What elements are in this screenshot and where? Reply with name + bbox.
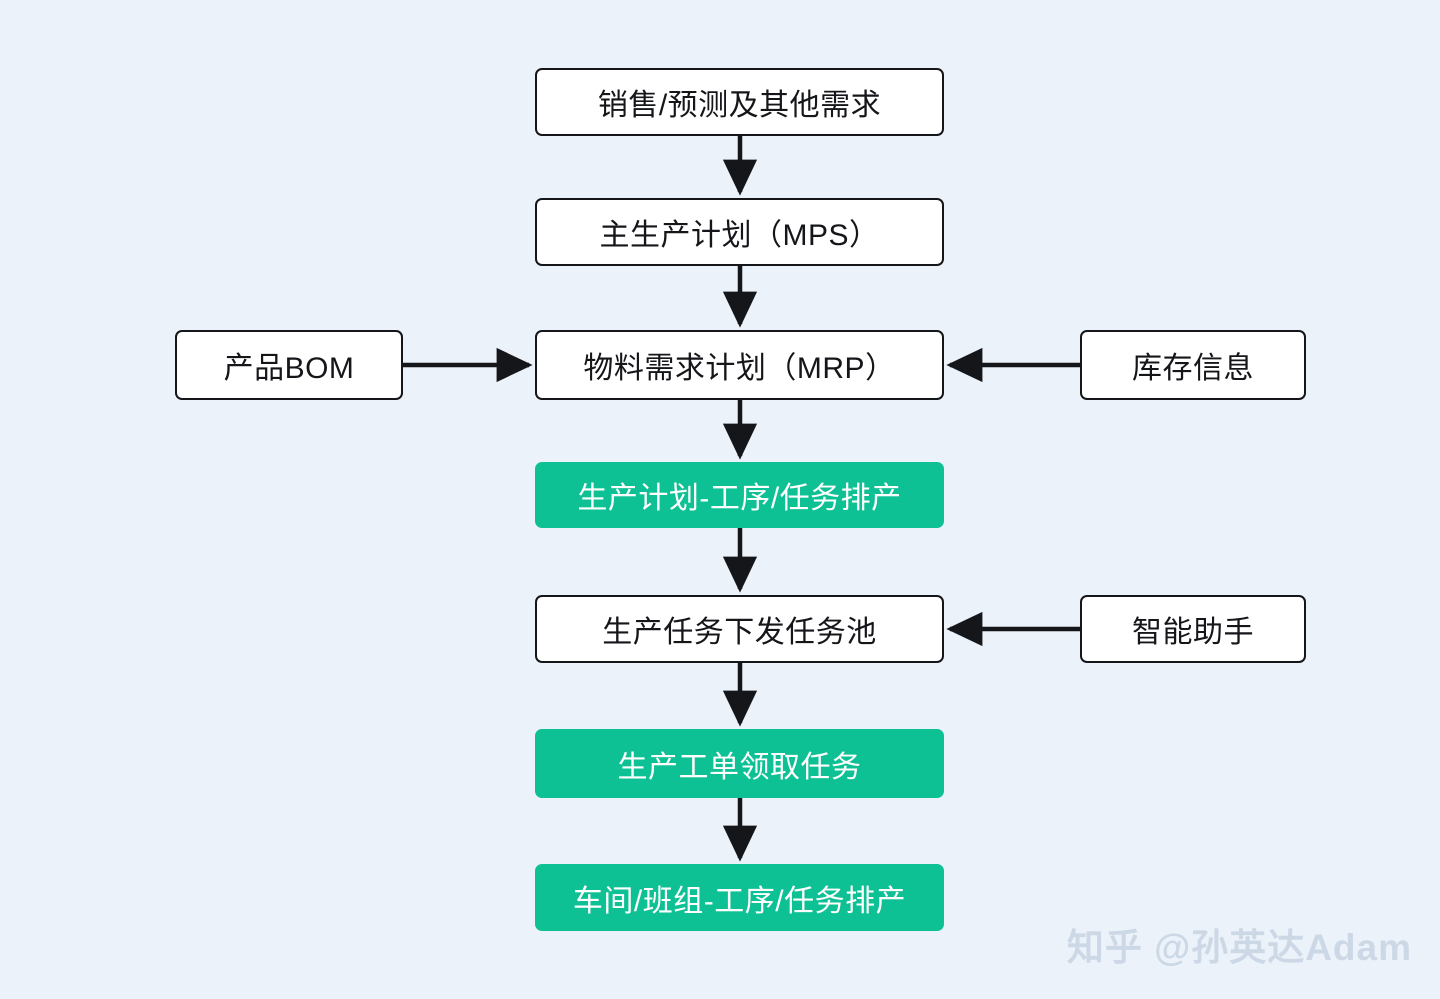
node-sales-forecast-demand[interactable]: 销售/预测及其他需求: [535, 68, 944, 136]
node-inventory-information[interactable]: 库存信息: [1080, 330, 1306, 400]
node-label: 物料需求计划（MRP）: [583, 352, 896, 385]
node-label: 生产计划-工序/任务排产: [577, 482, 902, 515]
node-production-task-dispatch-pool[interactable]: 生产任务下发任务池: [535, 595, 944, 663]
node-label: 生产任务下发任务池: [602, 616, 877, 649]
node-label: 主生产计划（MPS）: [599, 219, 880, 252]
node-product-bom[interactable]: 产品BOM: [175, 330, 403, 400]
node-label: 销售/预测及其他需求: [597, 89, 882, 122]
node-intelligent-assistant[interactable]: 智能助手: [1080, 595, 1306, 663]
watermark: 知乎 @孙英达Adam: [1066, 927, 1412, 968]
node-master-production-schedule[interactable]: 主生产计划（MPS）: [535, 198, 944, 266]
node-label: 智能助手: [1132, 616, 1254, 649]
node-label: 车间/班组-工序/任务排产: [572, 884, 907, 918]
node-label: 生产工单领取任务: [617, 750, 862, 784]
node-production-plan-process-task-scheduling[interactable]: 生产计划-工序/任务排产: [535, 462, 944, 528]
node-material-requirements-planning[interactable]: 物料需求计划（MRP）: [535, 330, 944, 400]
node-workshop-team-process-task-scheduling[interactable]: 车间/班组-工序/任务排产: [535, 864, 944, 931]
node-work-order-claim-task[interactable]: 生产工单领取任务: [535, 729, 944, 798]
node-label: 产品BOM: [223, 352, 355, 385]
node-label: 库存信息: [1132, 352, 1254, 385]
